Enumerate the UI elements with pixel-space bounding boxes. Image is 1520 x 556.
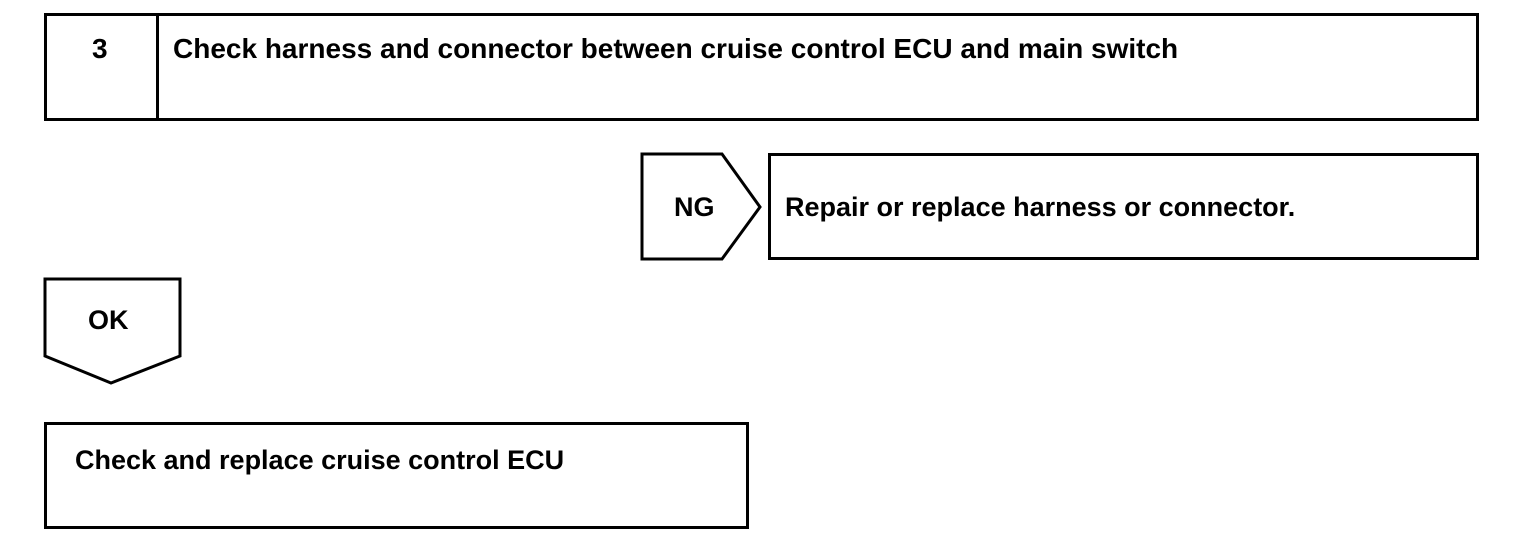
step-title: Check harness and connector between crui… <box>173 33 1179 64</box>
ng-action-box <box>768 153 1479 260</box>
ok-action-text: Check and replace cruise control ECU <box>75 445 565 475</box>
step-number: 3 <box>92 33 108 64</box>
ng-action-text: Repair or replace harness or connector. <box>785 192 1296 222</box>
ok-label: OK <box>88 305 129 335</box>
step-box <box>44 13 1479 121</box>
ok-action-box <box>44 422 749 529</box>
ng-label: NG <box>674 192 715 222</box>
step-divider <box>156 13 159 121</box>
